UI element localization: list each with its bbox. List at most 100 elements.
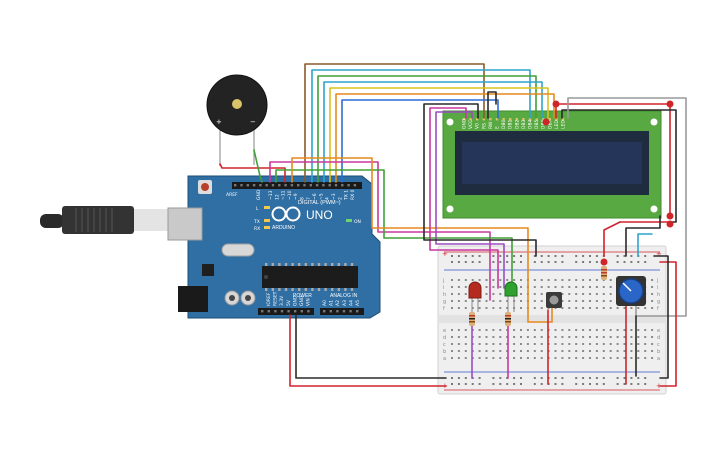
chip-leg — [324, 263, 327, 266]
terminal-hole — [651, 343, 654, 345]
power-header-pin[interactable] — [267, 310, 270, 313]
capacitor-2-top — [245, 295, 251, 301]
header-pin[interactable] — [347, 184, 350, 187]
lcd-pin[interactable] — [495, 118, 499, 121]
green-led[interactable] — [504, 281, 518, 312]
lcd-pin[interactable] — [528, 118, 532, 121]
lcd-pin[interactable] — [522, 118, 525, 121]
header-pin[interactable] — [297, 184, 300, 187]
red-led[interactable] — [468, 281, 482, 312]
header-pin[interactable] — [322, 184, 325, 187]
lcd-pin[interactable] — [462, 118, 466, 121]
power-header-pin[interactable] — [274, 310, 277, 313]
piezo-buzzer[interactable]: + − — [206, 74, 268, 165]
rail-hole — [464, 255, 467, 257]
push-button[interactable] — [546, 292, 562, 308]
rail-hole — [630, 377, 633, 379]
lcd-pin[interactable] — [535, 118, 538, 121]
rail-hole — [451, 377, 453, 379]
terminal-hole — [520, 300, 522, 302]
header-pin[interactable] — [290, 184, 294, 187]
terminal-hole — [616, 357, 619, 359]
terminal-hole — [499, 350, 502, 352]
lcd-pin[interactable] — [548, 118, 551, 121]
terminal-hole — [582, 300, 585, 302]
wire-brown-lcd — [304, 63, 485, 183]
lcd-pin[interactable] — [542, 118, 545, 121]
buzzer-minus-label: − — [250, 118, 256, 126]
header-pin[interactable] — [309, 184, 312, 187]
header-pin[interactable] — [353, 184, 357, 187]
header-pin[interactable] — [271, 184, 275, 187]
power-header-pin[interactable] — [294, 310, 297, 313]
digital-pin-label: 2 — [337, 197, 343, 200]
power-header-pin[interactable] — [307, 310, 310, 313]
power-header-pin[interactable] — [261, 310, 264, 313]
header-pin[interactable] — [246, 184, 249, 187]
lcd-pin[interactable] — [489, 118, 492, 121]
terminal-hole — [616, 350, 619, 352]
header-pin[interactable] — [265, 184, 268, 187]
header-pin[interactable] — [303, 184, 306, 187]
terminal-hole — [526, 343, 529, 345]
power-pin-label: RESET — [273, 291, 279, 306]
wire-black-lcd-rw — [487, 91, 497, 119]
analog-header-pin[interactable] — [336, 310, 339, 313]
terminal-hole — [589, 279, 591, 281]
terminal-hole — [561, 307, 564, 309]
usb-cable-end — [40, 214, 64, 228]
terminal-hole — [492, 293, 495, 295]
header-pin[interactable] — [278, 184, 281, 187]
lcd-pin[interactable] — [555, 118, 558, 121]
power-header-pin[interactable] — [287, 310, 290, 313]
push-button-cap[interactable] — [549, 295, 559, 305]
analog-header-pin[interactable] — [356, 310, 359, 313]
lcd-pin[interactable] — [509, 118, 512, 121]
header-pin[interactable] — [252, 184, 256, 187]
reset-button[interactable] — [201, 183, 209, 191]
terminal-hole — [485, 357, 488, 359]
lcd-pin[interactable] — [515, 118, 518, 121]
terminal-hole — [533, 357, 536, 359]
analog-header-pin[interactable] — [329, 310, 332, 313]
lcd-16x2[interactable]: GNDVCCV0RSRWEDB0DB1DB2DB3DB4DB5DB6DB7LED… — [442, 110, 662, 219]
header-pin[interactable] — [234, 184, 237, 187]
rail-hole — [616, 261, 619, 263]
chip-leg — [317, 263, 321, 266]
lcd-pin[interactable] — [482, 118, 485, 121]
rail-hole — [554, 377, 557, 379]
header-pin[interactable] — [341, 184, 344, 187]
header-pin[interactable] — [240, 184, 243, 187]
terminal-hole — [554, 329, 557, 331]
header-pin[interactable] — [259, 184, 262, 187]
terminal-hole — [457, 286, 460, 288]
terminal-hole — [651, 329, 654, 331]
header-pin[interactable] — [328, 184, 331, 187]
lcd-pin[interactable] — [469, 118, 472, 121]
terminal-hole — [623, 357, 626, 359]
chip-leg — [298, 288, 301, 291]
analog-header-pin[interactable] — [323, 310, 326, 313]
lcd-pin[interactable] — [502, 118, 505, 121]
header-pin[interactable] — [315, 184, 319, 187]
buzzer-plus-label: + — [216, 118, 222, 126]
power-header-pin[interactable] — [300, 310, 303, 313]
rail-plus-label-right-bottom: + — [656, 382, 662, 390]
lcd-pin[interactable] — [476, 118, 479, 121]
rail-hole — [533, 261, 536, 263]
header-pin[interactable] — [334, 184, 338, 187]
lcd-pin[interactable] — [561, 118, 565, 121]
header-pin[interactable] — [284, 184, 287, 187]
potentiometer[interactable] — [616, 276, 646, 306]
row-label: h — [657, 292, 660, 298]
terminal-hole — [637, 343, 640, 345]
crystal-oscillator — [221, 243, 255, 257]
rail-hole — [499, 383, 502, 385]
terminal-hole — [589, 300, 591, 302]
digital-pin-label: 7 — [306, 197, 312, 200]
analog-header-pin[interactable] — [349, 310, 352, 313]
power-header-pin[interactable] — [280, 310, 284, 313]
analog-header-pin[interactable] — [342, 310, 346, 313]
